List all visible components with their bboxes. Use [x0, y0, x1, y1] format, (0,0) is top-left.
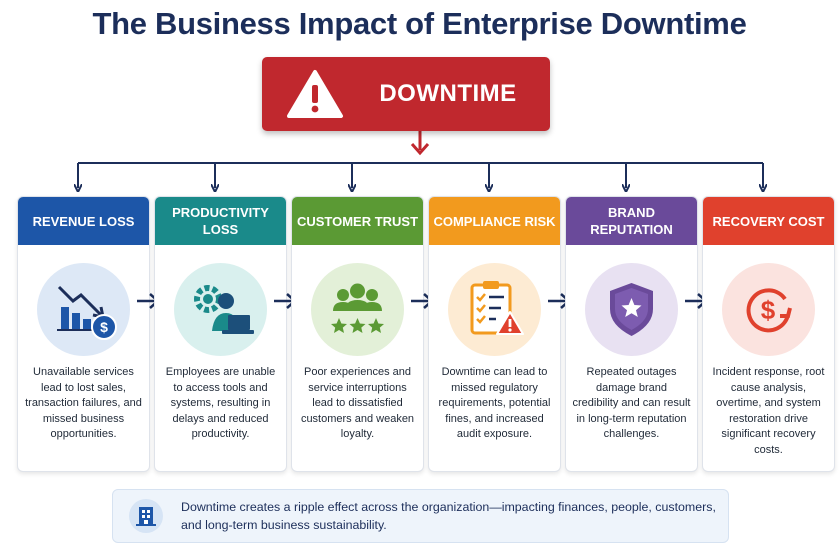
card-description: Repeated outages damage brand credibilit… — [572, 366, 691, 440]
card-title: PRODUCTIVITY LOSS — [155, 197, 286, 245]
downtime-banner: DOWNTIME — [262, 57, 550, 131]
card-title: RECOVERY COST — [703, 197, 834, 245]
card-customer-trust: CUSTOMER TRUST Poor experiences and serv… — [291, 196, 424, 472]
card-title: COMPLIANCE RISK — [429, 197, 560, 245]
card-recovery-cost: RECOVERY COST $ Incident response, root … — [702, 196, 835, 472]
summary-text: Downtime creates a ripple effect across … — [181, 500, 716, 532]
card-title: REVENUE LOSS — [18, 197, 149, 245]
customers-stars-icon — [331, 283, 384, 333]
gear-worker-laptop-icon — [194, 285, 254, 334]
card-productivity-loss: PRODUCTIVITY LOSS Employees are unable t… — [154, 196, 287, 472]
svg-text:$: $ — [761, 295, 776, 325]
page-title: The Business Impact of Enterprise Downti… — [92, 6, 747, 41]
card-description: Poor experiences and service interruptio… — [300, 366, 415, 440]
declining-chart-dollar-icon: $ — [57, 285, 117, 340]
card-compliance-risk: COMPLIANCE RISK Downtime can lead to mis… — [428, 196, 561, 472]
card-revenue-loss: REVENUE LOSS $ Unavailable services lead… — [17, 196, 150, 472]
building-icon — [136, 507, 156, 526]
summary-callout: Downtime creates a ripple effect across … — [112, 489, 729, 543]
card-description: Employees are unable to access tools and… — [165, 366, 276, 440]
card-title: CUSTOMER TRUST — [292, 197, 423, 245]
card-description: Downtime can lead to missed regulatory r… — [438, 366, 551, 440]
card-description: Incident response, root cause analysis, … — [712, 366, 825, 456]
banner-label: DOWNTIME — [379, 80, 517, 107]
card-description: Unavailable services lead to lost sales,… — [25, 366, 142, 440]
card-brand-reputation: BRAND REPUTATION Repeated outages damage… — [565, 196, 698, 472]
warning-triangle-icon — [287, 70, 343, 118]
banner-drop-arrow — [410, 143, 430, 156]
dollar-recovery-icon: $ — [746, 288, 792, 333]
shield-star-icon — [610, 283, 653, 336]
checklist-warning-icon — [470, 281, 524, 335]
svg-text:$: $ — [100, 319, 108, 335]
card-title: BRAND REPUTATION — [566, 197, 697, 245]
